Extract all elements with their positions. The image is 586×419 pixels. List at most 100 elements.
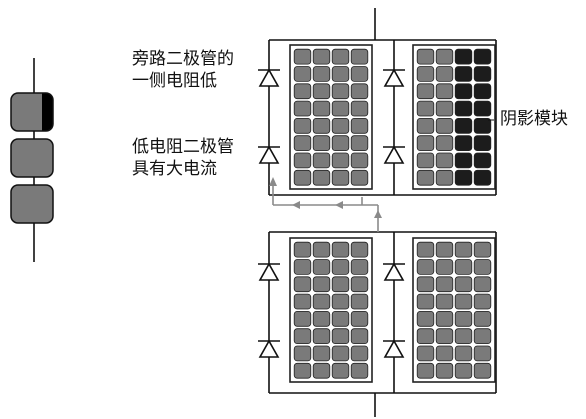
solar-cell <box>473 328 492 345</box>
low-res-diode-line1: 低电阻二极管 <box>132 137 234 157</box>
pv-module-bottom-left <box>289 237 373 383</box>
solar-cell <box>350 345 369 362</box>
solar-cell <box>331 362 350 379</box>
solar-cell <box>435 100 454 117</box>
shaded-solar-cell <box>454 135 473 151</box>
solar-cell <box>435 48 454 65</box>
solar-cell <box>293 66 312 82</box>
solar-cell <box>293 135 312 151</box>
solar-cell <box>331 169 350 186</box>
solar-cell <box>454 241 473 258</box>
solar-cell <box>331 328 350 345</box>
solar-cell <box>331 241 350 258</box>
solar-cell <box>416 345 435 362</box>
bypass-low-side-label: 旁路二极管的 一侧电阻低 <box>132 48 234 92</box>
module-cells <box>416 241 492 379</box>
solar-cell <box>416 241 435 258</box>
solar-cell <box>473 310 492 327</box>
module-cells <box>293 241 369 379</box>
solar-cell <box>416 259 435 275</box>
solar-cell <box>312 345 331 362</box>
solar-cell <box>350 152 369 169</box>
arrow-left-1 <box>292 201 300 209</box>
solar-cell <box>293 293 312 310</box>
solar-cell <box>331 276 350 293</box>
string-cell-1-outline <box>10 92 54 132</box>
solar-cell <box>312 276 331 293</box>
solar-cell <box>312 169 331 186</box>
bypass-diodes <box>258 68 405 358</box>
diode-top-right-lower <box>383 145 405 164</box>
solar-cell <box>416 169 435 186</box>
solar-cell <box>331 83 350 100</box>
solar-cell <box>435 241 454 258</box>
shaded-solar-cell <box>454 83 473 100</box>
solar-cell <box>293 328 312 345</box>
diode-bottom-right-lower <box>383 339 405 358</box>
solar-cell <box>331 66 350 82</box>
solar-cell <box>293 362 312 379</box>
solar-cell <box>331 152 350 169</box>
solar-cell <box>350 259 369 275</box>
solar-cell <box>416 66 435 82</box>
solar-cell <box>435 328 454 345</box>
solar-cell <box>473 241 492 258</box>
solar-cell <box>473 345 492 362</box>
solar-cell <box>331 135 350 151</box>
diode-bottom-right-upper <box>383 262 405 281</box>
pv-module-top-right <box>412 44 496 190</box>
solar-cell <box>416 152 435 169</box>
solar-cell <box>312 241 331 258</box>
solar-cell <box>454 259 473 275</box>
solar-cell <box>312 293 331 310</box>
solar-cell <box>312 83 331 100</box>
shaded-solar-cell <box>454 66 473 82</box>
solar-cell <box>350 135 369 151</box>
pv-module-bottom-right <box>412 237 496 383</box>
solar-cell <box>454 362 473 379</box>
diode-bottom-left-upper <box>258 262 280 281</box>
shaded-solar-cell <box>473 118 492 134</box>
solar-cell <box>350 118 369 134</box>
solar-cell <box>473 293 492 310</box>
solar-cell <box>473 362 492 379</box>
solar-cell <box>350 293 369 310</box>
shaded-solar-cell <box>473 152 492 169</box>
solar-cell <box>435 362 454 379</box>
solar-cell <box>416 293 435 310</box>
series-cell-string <box>10 58 54 262</box>
module-cells <box>293 48 369 186</box>
solar-cell <box>312 328 331 345</box>
shaded-solar-cell <box>454 152 473 169</box>
solar-cell <box>454 293 473 310</box>
solar-cell <box>435 345 454 362</box>
solar-cell <box>350 48 369 65</box>
solar-cell <box>350 310 369 327</box>
solar-cell <box>350 83 369 100</box>
solar-cell <box>454 345 473 362</box>
shaded-solar-cell <box>454 169 473 186</box>
solar-cell <box>331 345 350 362</box>
shaded-module-label: 阴影模块 <box>500 109 568 129</box>
string-cell-1 <box>10 92 54 132</box>
solar-cell <box>350 66 369 82</box>
diode-bottom-left-lower <box>258 339 280 358</box>
pv-module-top-left <box>289 44 373 190</box>
bypass-low-side-line1: 旁路二极管的 <box>132 49 234 69</box>
solar-cell <box>435 135 454 151</box>
arrow-up-center <box>374 210 382 218</box>
arrow-up-left <box>269 177 277 186</box>
solar-cell <box>312 152 331 169</box>
diode-top-left-upper <box>258 68 280 87</box>
solar-cell <box>293 310 312 327</box>
diode-top-left-lower <box>258 145 280 164</box>
shaded-solar-cell <box>473 135 492 151</box>
solar-cell <box>293 83 312 100</box>
solar-cell <box>293 345 312 362</box>
solar-cell <box>293 152 312 169</box>
solar-cell <box>312 118 331 134</box>
solar-cell <box>416 48 435 65</box>
solar-cell <box>416 83 435 100</box>
solar-cell <box>435 293 454 310</box>
solar-cell <box>331 310 350 327</box>
